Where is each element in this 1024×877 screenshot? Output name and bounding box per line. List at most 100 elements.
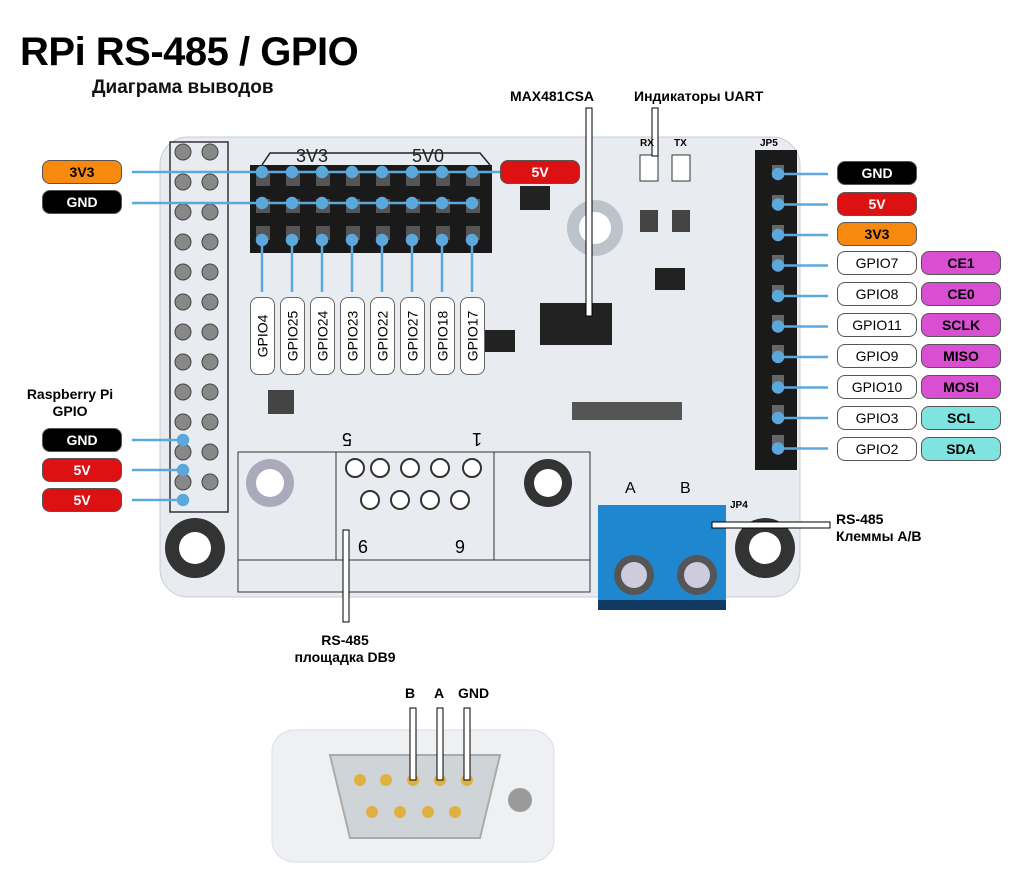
db9-pad [430,458,450,478]
leader-dot [345,196,359,210]
leader-dot [375,165,389,179]
label-gpio3: GPIO3 [837,406,917,430]
label-gpio17: GPIO17 [460,297,485,375]
label-gnd: GND [837,161,917,185]
db9-pin [380,774,392,786]
rpi-pin [174,323,192,341]
resistor [640,210,658,232]
rpi-pin [174,233,192,251]
db9-pin [394,806,406,818]
max481-callout: MAX481CSA [510,88,595,104]
leader-dot [435,165,449,179]
leader-dot [176,433,190,447]
rpi-pin [174,203,192,221]
rx-led [639,154,659,182]
label-gnd: GND [42,190,122,214]
rpi-pin [201,353,219,371]
leader-dot [285,196,299,210]
leader-dot [771,381,785,394]
rpi-pin [174,143,192,161]
label-5v: 5V [837,192,917,216]
leader-dot [465,165,479,179]
leader-dot [771,442,785,455]
leader-dot [405,165,419,179]
rpi-pin [201,383,219,401]
db9-pin-b: B [405,685,416,701]
transistor [655,268,685,290]
resistor [672,210,690,232]
leader-dot [285,165,299,179]
silk-5v0: 5V0 [412,146,445,166]
callout-line: RS-485 [321,632,369,648]
leader-dot [255,165,269,179]
rpi-header-outline [169,141,229,513]
max481-chip [540,303,612,345]
label-sda: SDA [921,437,1001,461]
rpi-pin [174,173,192,191]
db9-pin-gnd: GND [458,685,490,701]
gpio-label-text: GPIO17 [464,310,481,362]
leader-dot [255,196,269,210]
header-bracket [261,152,491,166]
rpi-pin [201,443,219,461]
db9-pin-a: A [434,685,445,701]
label-5v: 5V [42,458,122,482]
label-gpio9: GPIO9 [837,344,917,368]
gpio-label-text: GPIO4 [254,314,271,358]
label-gpio8: GPIO8 [837,282,917,306]
rpi-pin [174,473,192,491]
leader-dot [771,228,785,242]
label-gpio2: GPIO2 [837,437,917,461]
leader-dot [315,165,329,179]
rpi-pin [201,413,219,431]
rpi-pin [201,263,219,281]
tx-led [671,154,691,182]
rpi-pin [174,353,192,371]
db9-pin [422,806,434,818]
callout-line: RS-485 [836,511,884,527]
leader-dot [771,350,785,364]
label-scl: SCL [921,406,1001,430]
leader-dot [176,493,190,507]
silk-db9-5: 5 [342,429,353,449]
label-3v3: 3V3 [42,160,122,184]
callout-line: GPIO [52,403,88,419]
label-miso: MISO [921,344,1001,368]
leader-dot [771,259,785,272]
label-gpio24: GPIO24 [310,297,335,375]
rpi-pin [201,323,219,341]
label-gnd: GND [42,428,122,452]
leader-dot [771,320,785,333]
label-gpio22: GPIO22 [370,297,395,375]
db9-callout: RS-485 площадка DB9 [270,632,420,666]
regulator [520,186,550,210]
db9-pad [450,490,470,510]
page-subtitle: Диаграма выводов [92,77,274,98]
silk-jp4: JP4 [730,500,748,511]
leader-dot [771,167,785,181]
label-3v3: 3V3 [837,222,917,246]
rpi-pin [201,293,219,311]
rpi-pin [201,173,219,191]
silk-3v3: 3V3 [296,146,329,166]
callout-line: Клеммы A/B [836,528,922,544]
terminal-callout: RS-485 Клеммы A/B [836,511,922,545]
rpi-pin [174,293,192,311]
label-5v: 5V [42,488,122,512]
rpi-pin [201,143,219,161]
rpi-gpio-callout: Raspberry Pi GPIO [20,386,120,420]
callout-line: Raspberry Pi [26,386,114,402]
gpio-label-text: GPIO25 [284,310,301,362]
label-gpio18: GPIO18 [430,297,455,375]
resistor-array [572,402,682,420]
silk-db9-1: 1 [472,429,483,449]
db9-pad [345,458,365,478]
silk-term-b: B [680,480,691,497]
db9-pin [366,806,378,818]
label-5v: 5V [500,160,580,184]
db9-pad [400,458,420,478]
label-gpio25: GPIO25 [280,297,305,375]
leader-dot [435,196,449,210]
gpio-label-text: GPIO18 [434,310,451,362]
